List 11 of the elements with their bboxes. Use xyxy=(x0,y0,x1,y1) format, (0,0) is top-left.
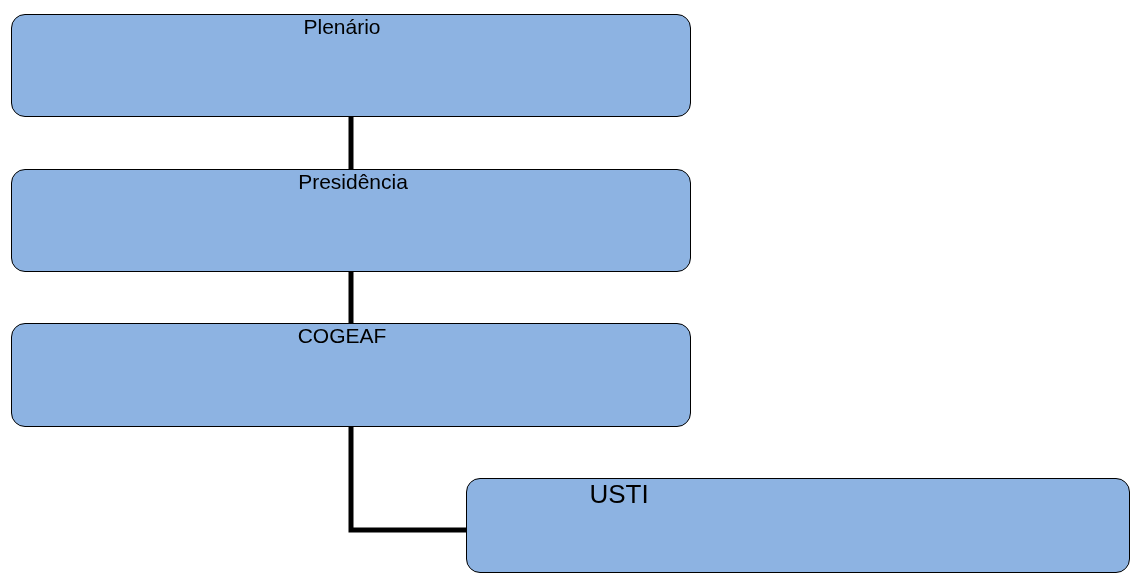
org-unit-box xyxy=(466,478,1130,573)
org-unit-box xyxy=(11,169,691,272)
unit-name: Plenário xyxy=(303,15,381,39)
unit-name: COGEAF xyxy=(297,324,387,348)
org-unit-box xyxy=(11,14,691,117)
unit-name: USTI xyxy=(589,479,649,510)
unit-name: Presidência xyxy=(298,170,408,194)
connector-line xyxy=(348,117,354,169)
connector-line xyxy=(348,272,354,323)
connector-line xyxy=(348,427,466,533)
org-unit-box xyxy=(11,323,691,427)
